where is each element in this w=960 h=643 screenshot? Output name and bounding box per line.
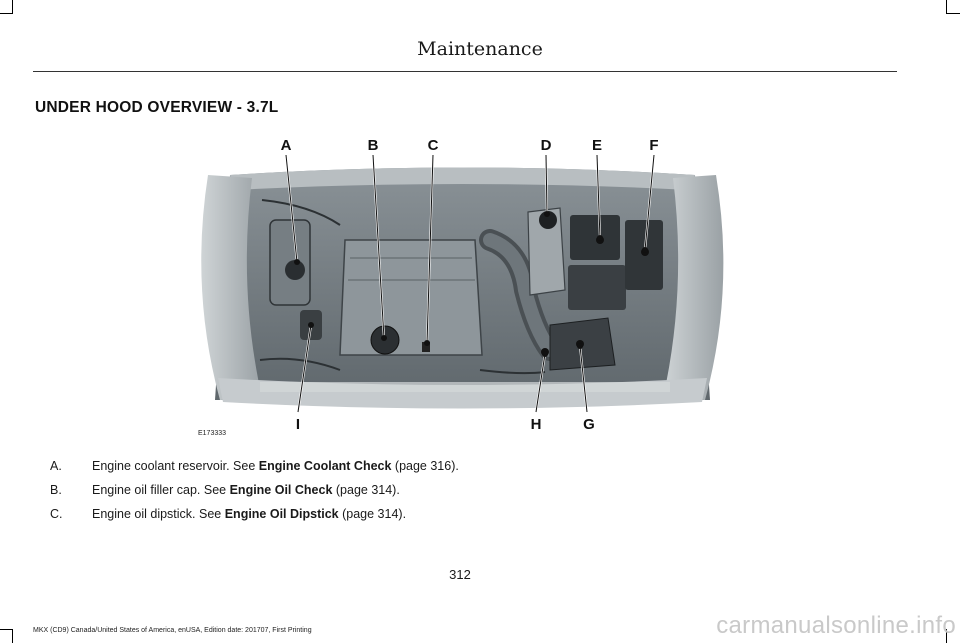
crop-mark-top-left-h xyxy=(0,13,13,14)
legend-letter: A. xyxy=(50,459,62,473)
legend-text: Engine coolant reservoir. See Engine Coo… xyxy=(92,459,459,473)
callout-b: B xyxy=(367,137,379,154)
legend-letter: C. xyxy=(50,507,63,521)
legend-list: A. Engine coolant reservoir. See Engine … xyxy=(50,459,750,531)
legend-item: B. Engine oil filler cap. See Engine Oil… xyxy=(50,483,750,507)
crop-mark-top-right-h xyxy=(946,13,960,14)
crop-mark-top-right-v xyxy=(946,0,947,14)
callout-g: G xyxy=(583,416,595,433)
legend-item: A. Engine coolant reservoir. See Engine … xyxy=(50,459,750,483)
watermark: carmanualsonline.info xyxy=(716,612,956,639)
legend-item: C. Engine oil dipstick. See Engine Oil D… xyxy=(50,507,750,531)
legend-reference-link[interactable]: Engine Oil Dipstick xyxy=(224,507,339,521)
footer-edition-text: MKX (CD9) Canada/United States of Americ… xyxy=(33,627,312,634)
crop-mark-top-left-v xyxy=(12,0,13,14)
crop-mark-bottom-left-h xyxy=(0,629,13,630)
callout-i: I xyxy=(295,416,301,433)
figure-id: E173333 xyxy=(198,430,227,437)
legend-reference-link[interactable]: Engine Oil Check xyxy=(229,483,333,497)
section-title: UNDER HOOD OVERVIEW - 3.7L xyxy=(35,99,279,116)
callout-e: E xyxy=(591,137,602,154)
engine-bay-figure: A B C D E F I H G E173333 xyxy=(190,130,735,445)
legend-reference-link[interactable]: Engine Coolant Check xyxy=(258,459,392,473)
legend-text: Engine oil dipstick. See Engine Oil Dips… xyxy=(92,507,407,521)
legend-text: Engine oil filler cap. See Engine Oil Ch… xyxy=(92,483,400,497)
callout-c: C xyxy=(427,137,439,154)
header-divider xyxy=(33,71,897,72)
legend-letter: B. xyxy=(50,483,62,497)
page-header-title: Maintenance xyxy=(417,38,543,60)
callout-h: H xyxy=(530,416,542,433)
callout-a: A xyxy=(280,137,292,154)
page-number: 312 xyxy=(449,567,471,582)
callout-f: F xyxy=(649,137,659,154)
crop-mark-bottom-right-v xyxy=(946,629,947,643)
callout-d: D xyxy=(540,137,552,154)
crop-mark-bottom-left-v xyxy=(12,629,13,643)
engine-bay-illustration xyxy=(201,154,724,413)
